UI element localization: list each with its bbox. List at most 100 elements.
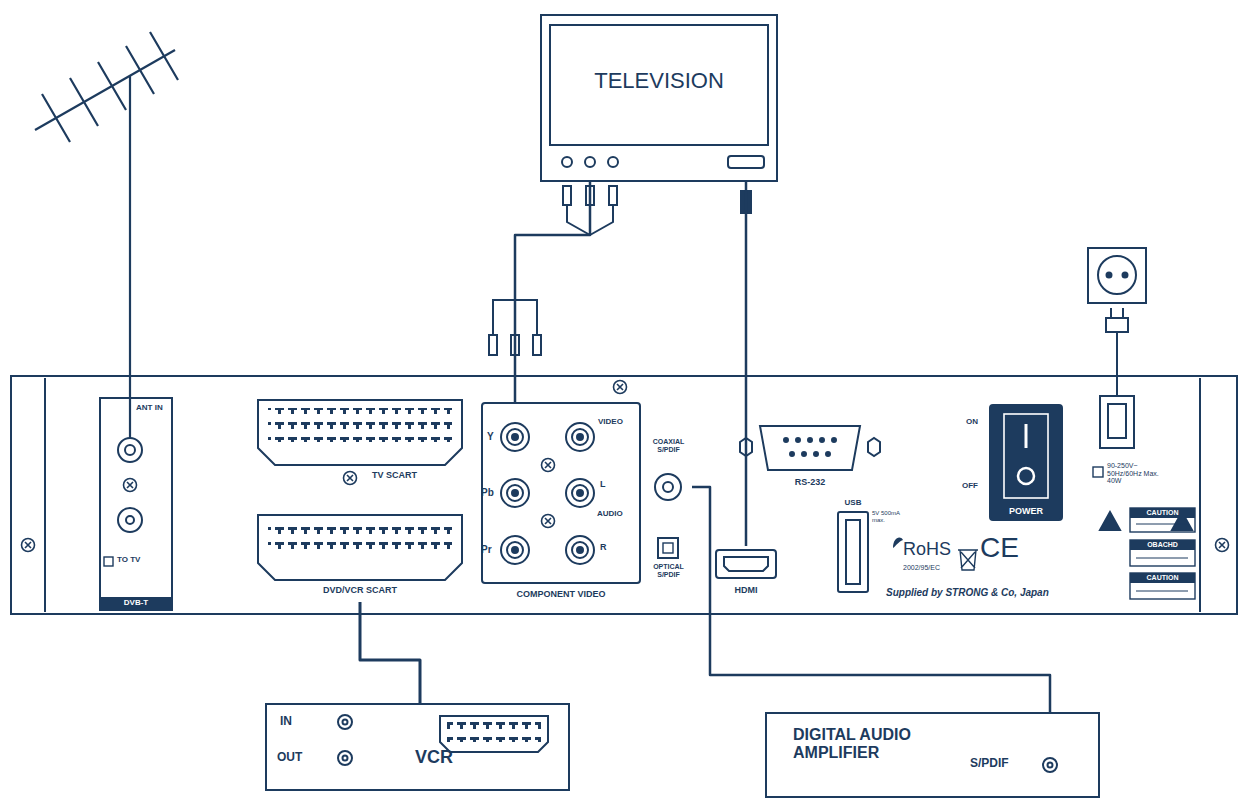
scart-port: DVD/VCR SCART bbox=[255, 510, 465, 602]
mains-socket bbox=[1116, 332, 1118, 396]
panel-details bbox=[814, 452, 818, 456]
panel-details bbox=[838, 512, 868, 592]
panel-details bbox=[258, 515, 462, 580]
screws bbox=[542, 459, 555, 472]
device-connectors bbox=[440, 716, 548, 752]
panel-details bbox=[501, 479, 529, 507]
panel-details bbox=[566, 479, 594, 507]
panel-details bbox=[1100, 512, 1120, 530]
port-label: CAUTION bbox=[1130, 509, 1195, 517]
panel-details bbox=[507, 485, 523, 501]
panel-details bbox=[572, 542, 588, 558]
port-label: CE bbox=[980, 533, 1030, 564]
panel-details bbox=[512, 434, 518, 440]
receiver-panel: Supplied by STRONG & Co, JapanHDMICOAXIA… bbox=[10, 375, 1238, 615]
coaxial-port: COAXIAL S/PDIF bbox=[645, 438, 692, 502]
screws bbox=[542, 515, 555, 528]
panel-details bbox=[1093, 467, 1103, 477]
mains-socket bbox=[1088, 248, 1146, 303]
panel-details bbox=[826, 452, 830, 456]
panel-details bbox=[1025, 424, 1028, 448]
port-label: DVB-T bbox=[100, 599, 172, 608]
panel-details bbox=[1130, 540, 1195, 550]
panel-details bbox=[501, 536, 529, 564]
mains-socket bbox=[1107, 273, 1112, 278]
screws bbox=[1216, 539, 1229, 552]
port-label: POWER bbox=[990, 507, 1062, 517]
panel-details bbox=[572, 485, 588, 501]
tv-details bbox=[562, 157, 572, 167]
panel-details bbox=[796, 438, 800, 442]
panel-details bbox=[100, 598, 172, 610]
node-text: OUT bbox=[277, 751, 322, 764]
panel-details bbox=[808, 438, 812, 442]
tv-details bbox=[550, 25, 768, 168]
panel-details bbox=[577, 434, 583, 440]
port-label: Y bbox=[487, 431, 499, 442]
cable bbox=[515, 182, 590, 403]
port-label: ANT IN bbox=[136, 404, 176, 413]
panel-details bbox=[832, 438, 836, 442]
panel-details bbox=[760, 426, 860, 470]
tv-details bbox=[608, 157, 618, 167]
panel-details bbox=[577, 490, 583, 496]
port-label: OPTICAL S/PDIF bbox=[645, 563, 692, 578]
panel-details bbox=[790, 452, 794, 456]
port-label: L bbox=[600, 480, 612, 490]
mains-socket bbox=[1088, 248, 1146, 448]
panel-details bbox=[655, 474, 681, 500]
panel-details bbox=[724, 557, 768, 571]
port-label: TV SCART bbox=[372, 471, 462, 481]
port-label: OFF bbox=[962, 482, 988, 491]
device-connectors bbox=[343, 720, 348, 725]
cable bbox=[360, 602, 420, 703]
cable bbox=[692, 487, 1050, 712]
panel-details bbox=[507, 542, 523, 558]
node-text: S/PDIF bbox=[970, 757, 1040, 770]
mains-socket bbox=[1098, 256, 1136, 294]
node-text: DVD/VCR SCART bbox=[255, 586, 465, 596]
panel-details bbox=[566, 423, 594, 451]
device-connectors bbox=[1043, 758, 1057, 772]
port-label: TO TV bbox=[117, 556, 167, 565]
panel-details bbox=[577, 547, 583, 553]
panel-details bbox=[958, 550, 978, 570]
screws bbox=[22, 381, 1229, 552]
node-text: COAXIAL S/PDIF bbox=[645, 438, 692, 453]
antenna bbox=[35, 32, 178, 438]
panel-details bbox=[990, 405, 1062, 520]
port-label: CAUTION bbox=[1130, 574, 1195, 582]
panel-details bbox=[868, 438, 880, 456]
screws bbox=[614, 381, 627, 394]
device-connectors bbox=[338, 715, 352, 729]
panel-details bbox=[893, 538, 903, 548]
panel-details bbox=[1004, 414, 1048, 498]
antenna bbox=[129, 76, 131, 438]
panel-details bbox=[507, 429, 523, 445]
panel-details bbox=[118, 508, 142, 532]
device-connectors bbox=[338, 751, 352, 765]
port-label: 5V 500mA max. bbox=[872, 510, 914, 523]
port-label: AUDIO bbox=[597, 510, 637, 519]
panel-details bbox=[512, 490, 518, 496]
hdmi-port: HDMI bbox=[706, 546, 786, 604]
vcr-box: INOUTVCR bbox=[265, 703, 570, 791]
panel-details bbox=[258, 400, 462, 465]
tv-details bbox=[550, 25, 768, 145]
port-label: USB bbox=[836, 499, 870, 508]
node-text: COMPONENT VIDEO bbox=[482, 590, 640, 600]
port-label: ON bbox=[966, 418, 988, 427]
tv-details bbox=[728, 156, 764, 168]
screws bbox=[22, 539, 35, 552]
panel-details bbox=[716, 550, 776, 578]
antenna bbox=[42, 32, 178, 142]
port-label: VIDEO bbox=[598, 418, 638, 427]
port-label: Pb bbox=[481, 487, 499, 498]
panel-details bbox=[1130, 508, 1195, 518]
panel-details bbox=[512, 547, 518, 553]
port-label: 90-250V~ 50Hz/60Hz Max. 40W bbox=[1107, 462, 1165, 485]
node-text: DIGITAL AUDIO AMPLIFIER bbox=[793, 726, 993, 761]
panel-details bbox=[1130, 573, 1195, 583]
